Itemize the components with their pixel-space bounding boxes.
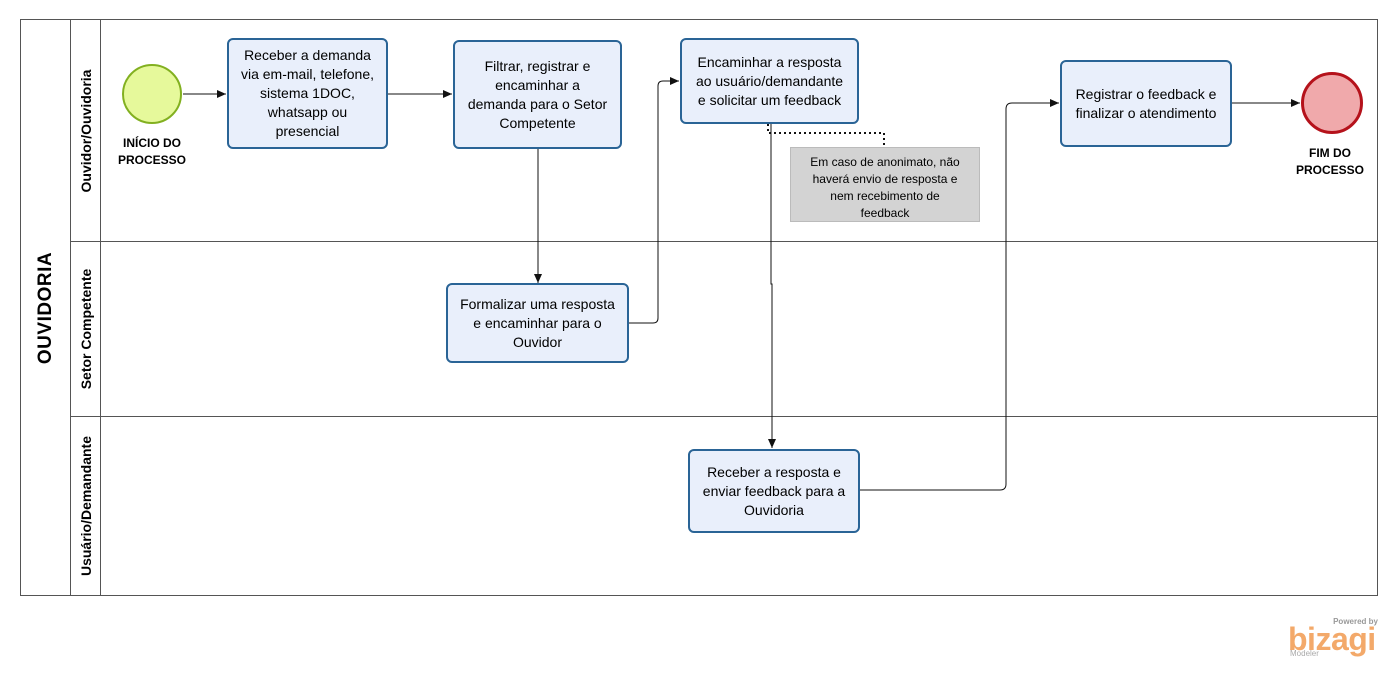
brand-product: Modeler: [1290, 649, 1319, 658]
task-text-line: whatsapp ou: [267, 104, 348, 120]
end-label-line2: PROCESSO: [1295, 163, 1364, 177]
pool-header: OUVIDORIA: [21, 20, 71, 595]
end-event-label: FIM DO PROCESSO: [1275, 145, 1385, 179]
pool-ouvidoria: OUVIDORIA Ouvidor/Ouvidoria Setor Compet…: [20, 19, 1378, 596]
task-text-line: via em-mail, telefone,: [240, 66, 375, 82]
task-text-line: Formalizar uma resposta: [460, 295, 615, 312]
lane-ouvidor: Ouvidor/Ouvidoria: [71, 20, 1377, 242]
task-receber-resposta[interactable]: Receber a resposta e enviar feedback par…: [688, 449, 860, 533]
task-text-line: Ouvidoria: [744, 501, 804, 518]
task-text-line: e solicitar um feedback: [697, 91, 842, 108]
flow-receber-resposta-to-registrar: [860, 99, 1059, 491]
task-text-line: Encaminhar a resposta: [697, 53, 842, 70]
lane-header-usuario: Usuário/Demandante: [71, 417, 101, 595]
task-text-line: demanda para o Setor: [467, 95, 608, 112]
lane-setor-competente: Setor Competente: [71, 242, 1377, 417]
start-label-line2: PROCESSO: [117, 153, 186, 167]
task-text-line: Registrar o feedback e: [1075, 85, 1217, 102]
start-event-label: INÍCIO DO PROCESSO: [97, 135, 207, 169]
task-text-line: encaminhar a: [495, 76, 580, 93]
lane-usuario: Usuário/Demandante: [71, 417, 1377, 595]
task-formalizar-resposta[interactable]: Formalizar uma resposta e encaminhar par…: [446, 283, 629, 363]
task-text-line: Receber a demanda: [244, 47, 371, 63]
end-event[interactable]: [1301, 72, 1363, 134]
annotation-association: [767, 124, 885, 146]
lane-header-setor: Setor Competente: [71, 242, 101, 416]
task-text-line: Ouvidor: [512, 333, 562, 350]
flow-encaminhar-to-receber-resposta: [768, 124, 776, 448]
annotation-line: feedback: [860, 206, 910, 220]
task-filtrar-registrar[interactable]: Filtrar, registrar e encaminhar a demand…: [453, 40, 622, 149]
task-text-line: sistema 1DOC,: [260, 85, 355, 101]
start-label-line1: INÍCIO DO: [122, 136, 181, 150]
task-encaminhar-resposta[interactable]: Encaminhar a resposta ao usuário/demanda…: [680, 38, 859, 124]
task-text-line: ao usuário/demandante: [695, 72, 844, 89]
start-event[interactable]: [122, 64, 182, 124]
bizagi-logo: Powered by bizagi Modeler: [1288, 617, 1378, 661]
brand-name: bizagi: [1288, 621, 1376, 657]
task-text-line: e encaminhar para o: [473, 314, 602, 331]
text-annotation[interactable]: Em caso de anonimato, não haverá envio d…: [790, 147, 980, 222]
task-text-line: Filtrar, registrar e: [484, 57, 591, 74]
task-text-line: enviar feedback para a: [702, 482, 846, 499]
lane-header-ouvidor: Ouvidor/Ouvidoria: [71, 20, 101, 241]
task-text-line: Receber a resposta e: [707, 463, 841, 480]
task-text-line: finalizar o atendimento: [1075, 104, 1217, 121]
end-label-line1: FIM DO: [1309, 146, 1351, 160]
task-receber-demanda[interactable]: Receber a demanda via em-mail, telefone,…: [227, 38, 388, 149]
annotation-line: Em caso de anonimato, não: [810, 155, 960, 169]
annotation-line: haverá envio de resposta e: [812, 172, 958, 186]
powered-by-text: Powered by: [1333, 617, 1378, 626]
task-text-line: presencial: [275, 123, 340, 139]
annotation-line: nem recebimento de: [830, 189, 940, 203]
flow-formalizar-to-encaminhar: [629, 77, 679, 324]
task-text-line: Competente: [499, 114, 576, 131]
task-registrar-feedback[interactable]: Registrar o feedback e finalizar o atend…: [1060, 60, 1232, 147]
